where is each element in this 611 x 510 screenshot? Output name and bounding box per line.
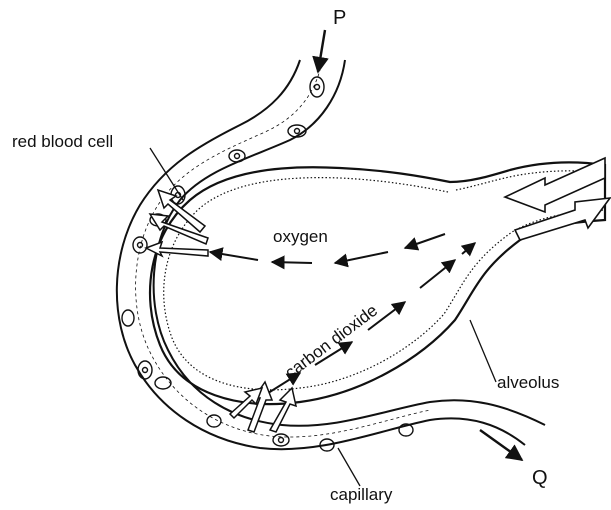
capillary-inner-wall: [154, 60, 545, 426]
label-red-blood-cell: red blood cell: [12, 133, 113, 150]
blood-out-arrow: [480, 430, 522, 460]
capillary-outer-wall: [117, 60, 525, 449]
airflow-arrows: [505, 158, 610, 240]
label-q: Q: [532, 468, 548, 488]
oxygen-diffusion-arrows: [146, 190, 208, 256]
capillary-leader: [338, 448, 360, 486]
label-p: P: [333, 8, 346, 28]
label-alveolus: alveolus: [497, 374, 559, 391]
alveolus-leader: [470, 320, 496, 382]
label-capillary: capillary: [330, 486, 392, 503]
blood-in-arrow: [318, 30, 325, 72]
label-oxygen: oxygen: [273, 228, 328, 245]
